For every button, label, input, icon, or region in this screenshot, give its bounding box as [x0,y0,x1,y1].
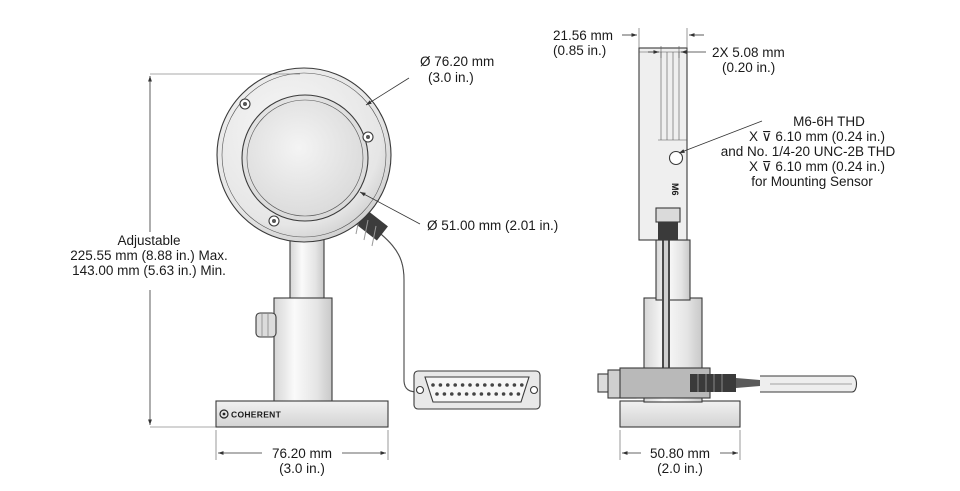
coherent-logo: COHERENT [231,410,282,420]
mounting-screws [239,98,374,227]
fin-spacing-imperial: (0.20 in.) [722,60,775,75]
connector-pin [453,383,458,387]
connector-pin [505,383,509,387]
front-base-width-metric: 76.20 mm [272,446,332,461]
aperture-diameter-label: Ø 51.00 mm (2.01 in.) [427,218,558,233]
connector-pin [438,383,443,387]
front-cable [349,209,419,393]
side-view: M6 21.56 mm (0.85 in.) 2X 5.08 mm (0.20 … [553,28,896,476]
thread-note-line-5: for Mounting Sensor [751,174,873,189]
thickness-metric: 21.56 mm [553,28,613,43]
connector-pin [487,392,491,396]
connector-pin [464,392,469,396]
connector-pin [431,383,435,387]
connector-pin [472,392,476,396]
connector-pin [497,383,502,387]
front-view: COHERENT Ø 76.20 mm (3.0 in.) Ø 51.00 mm… [70,54,558,476]
connector-pin [450,392,454,396]
base-plate [215,400,389,428]
side-base-width-imperial: (2.0 in.) [657,461,703,476]
thumb-screw [255,312,277,338]
thread-note-line-3: and No. 1/4-20 UNC-2B THD [721,144,896,159]
post-holder [273,297,333,403]
connector-pin [460,383,465,387]
height-min: 143.00 mm (5.63 in.) Min. [72,263,226,278]
connector-pin [479,392,484,396]
connector-pin [512,383,517,387]
connector-pin [509,392,513,396]
height-max: 225.55 mm (8.88 in.) Max. [70,248,228,263]
connector-pin [494,392,499,396]
side-post-upper [655,239,691,301]
side-base-width-metric: 50.80 mm [650,446,710,461]
outer-diameter-imperial: (3.0 in.) [428,70,474,85]
connector-pin [501,392,506,396]
connector-pin [457,392,462,396]
db25-connector [413,370,541,410]
connector-pin [442,392,447,396]
thread-note-line-1: M6-6H THD [793,114,865,129]
thread-note-line-4: X ⊽ 6.10 mm (0.24 in.) [749,159,885,174]
connector-pin [468,383,472,387]
connector-pin [446,383,450,387]
height-title: Adjustable [117,233,180,248]
outer-diameter-metric: Ø 76.20 mm [420,54,494,69]
fin-spacing-metric: 2X 5.08 mm [712,45,785,60]
side-base-plate [619,400,741,428]
thread-note-line-2: X ⊽ 6.10 mm (0.24 in.) [749,129,885,144]
connector-pin [520,383,524,387]
connector-pin [516,392,521,396]
connector-pin [483,383,487,387]
connector-pin [435,392,439,396]
mounting-thread-hole [668,150,684,166]
front-base-width-imperial: (3.0 in.) [279,461,325,476]
thickness-imperial: (0.85 in.) [553,43,606,58]
side-engraving: M6 [670,183,680,196]
sensor-aperture [241,94,369,222]
heat-fins [639,51,687,141]
connector-pin [490,383,495,387]
connector-pin [475,383,480,387]
side-connector [597,367,760,399]
